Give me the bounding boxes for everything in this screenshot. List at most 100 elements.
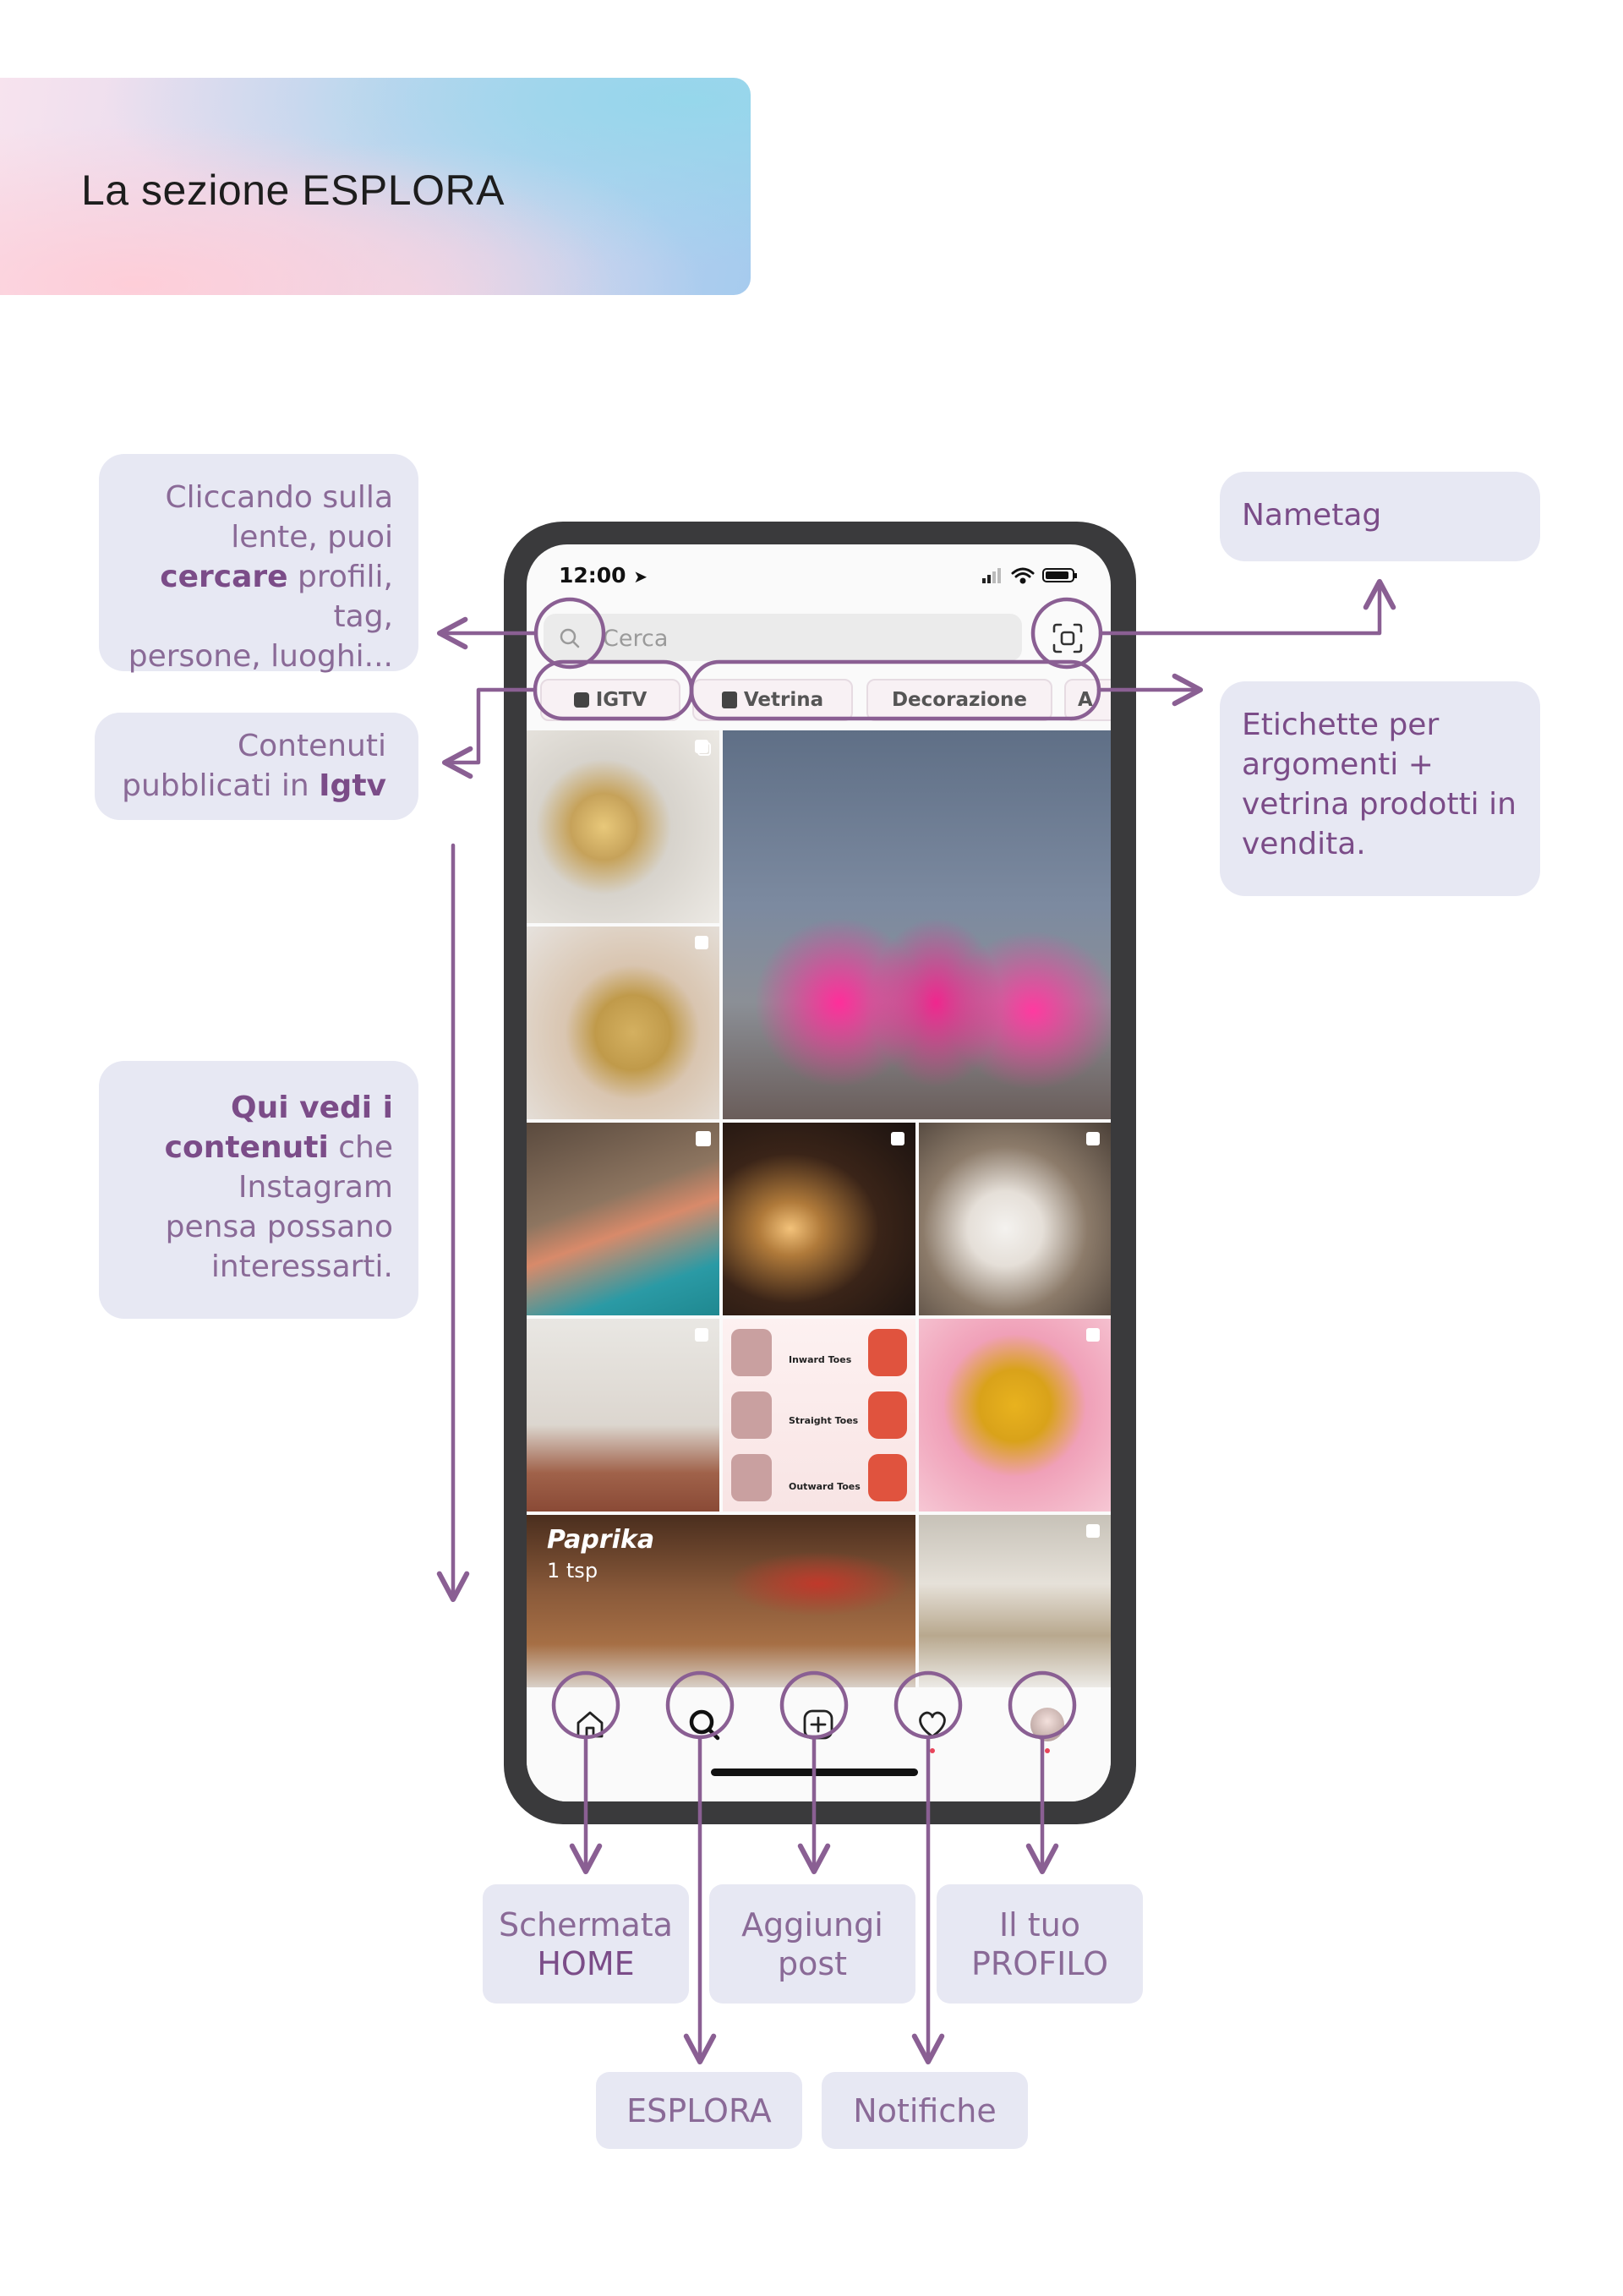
leg-illustration [868, 1329, 907, 1376]
search-callout-text: profili, tag, [287, 560, 393, 634]
add-post-label-line: Aggiungi [741, 1905, 883, 1943]
search-callout-line: lente, puoi [231, 520, 393, 555]
explore-callout-line: Qui vedi i [116, 1088, 393, 1128]
wifi-icon [1011, 567, 1035, 584]
multi-post-icon [1086, 1524, 1100, 1538]
notifications-label-text: Notifiche [853, 2091, 997, 2129]
multi-post-icon [695, 740, 711, 756]
tags-callout-line: argomenti + [1242, 747, 1434, 782]
home-label-line: HOME [537, 1944, 634, 1983]
multi-post-icon [891, 1132, 904, 1145]
igtv-callout-text: pubblicati in [122, 768, 320, 803]
search-placeholder: Cerca [603, 626, 669, 652]
igtv-callout: Contenuti pubblicati in Igtv [95, 713, 418, 820]
profile-label-line: PROFILO [970, 1944, 1109, 1982]
chip-label: Decorazione [891, 689, 1028, 711]
multi-post-icon [1086, 1328, 1100, 1342]
nametag-callout: Nametag [1220, 472, 1540, 561]
tags-callout-line: vetrina prodotti in [1242, 787, 1516, 822]
explore-callout-line: Instagram [238, 1170, 393, 1205]
chip-igtv[interactable]: IGTV [540, 679, 680, 721]
status-time-text: 12:00 [559, 563, 626, 588]
chip-decor[interactable]: Decorazione [866, 679, 1052, 721]
profile-label: Il tuo PROFILO [937, 1884, 1143, 2004]
recipe-quantity: 1 tsp [547, 1559, 598, 1583]
tags-callout: Etichette per argomenti + vetrina prodot… [1220, 681, 1540, 896]
post-thumbnail-toes-chart[interactable]: Inward Toes Straight Toes Outward Toes [723, 1319, 915, 1512]
igtv-callout-line: pubblicati in Igtv [112, 766, 386, 806]
notification-dot [930, 1748, 935, 1753]
post-thumbnail-exercise[interactable] [527, 1123, 719, 1315]
leg-illustration [868, 1391, 907, 1439]
header-banner [0, 78, 751, 295]
chip-label: A [1078, 689, 1093, 711]
toe-label: Inward Toes [789, 1354, 852, 1365]
search-callout-emphasis: cercare [160, 560, 288, 594]
explore-callout-text: che [328, 1130, 393, 1165]
shopping-bag-icon [721, 692, 737, 708]
post-thumbnail-paris[interactable] [723, 1123, 915, 1315]
search-input[interactable] [544, 614, 1022, 661]
bottom-tab-bar [527, 1687, 1111, 1801]
chip-label: IGTV [595, 689, 648, 711]
toe-label: Outward Toes [789, 1481, 861, 1492]
tags-callout-line: Etichette per [1242, 708, 1440, 742]
post-thumbnail-rings[interactable] [527, 730, 719, 923]
profile-label-line: Il tuo [998, 1905, 1081, 1943]
explore-label-text: ESPLORA [626, 2091, 772, 2129]
foot-illustration [731, 1391, 772, 1439]
post-thumbnail-face-mask[interactable] [919, 1319, 1111, 1512]
post-thumbnail-pink-dresses[interactable] [723, 730, 1111, 1119]
toe-label: Straight Toes [789, 1415, 859, 1426]
tags-callout-line: vendita. [1242, 827, 1366, 861]
location-arrow-icon: ➤ [633, 566, 648, 587]
arrow-to-igtv-callout [441, 687, 538, 779]
post-thumbnail-brush[interactable] [527, 927, 719, 1119]
leg-illustration [868, 1454, 907, 1501]
post-thumbnail-wedding[interactable] [919, 1515, 1111, 1687]
search-callout: Cliccando sulla lente, puoi cercare prof… [99, 454, 418, 674]
status-icons [982, 567, 1077, 584]
heart-icon[interactable] [914, 1706, 951, 1743]
search-callout-line: Cliccando sulla [165, 480, 393, 515]
home-label-line: Schermata [499, 1905, 673, 1943]
battery-icon [1042, 568, 1077, 582]
explore-callout-line: pensa possano [165, 1210, 393, 1244]
igtv-callout-emphasis: Igtv [319, 768, 386, 803]
foot-illustration [731, 1454, 772, 1501]
post-thumbnail-paprika-recipe[interactable]: Paprika 1 tsp [527, 1515, 915, 1687]
video-icon [696, 1131, 711, 1146]
profile-dot [1045, 1748, 1050, 1753]
notifications-label: Notifiche [822, 2072, 1028, 2149]
post-thumbnail-hamster[interactable] [919, 1123, 1111, 1315]
explore-callout: Qui vedi i contenuti che Instagram pensa… [99, 1061, 418, 1319]
explore-callout-line: interessarti. [210, 1249, 393, 1284]
home-label: Schermata HOME [483, 1884, 689, 2004]
foot-illustration [731, 1329, 772, 1376]
multi-post-icon [695, 936, 708, 949]
chip-shop[interactable]: Vetrina [692, 679, 853, 721]
igtv-icon [573, 692, 589, 708]
status-time: 12:00 ➤ [559, 563, 648, 588]
arrow-to-nametag-callout [1098, 578, 1396, 636]
signal-icon [982, 568, 1001, 583]
search-callout-line: persone, luoghi... [128, 639, 393, 674]
nametag-scan-icon[interactable] [1051, 621, 1085, 655]
recipe-title: Paprika [547, 1525, 655, 1555]
multi-post-icon [1086, 1132, 1100, 1145]
multi-post-icon [695, 1328, 708, 1342]
chip-label: Vetrina [743, 689, 824, 711]
home-label-emphasis: HOME [537, 1944, 635, 1982]
page-title: La sezione ESPLORA [81, 167, 505, 214]
explore-callout-emphasis: contenuti [164, 1130, 329, 1165]
add-post-label: Aggiungi post [709, 1884, 915, 2004]
igtv-callout-line: Contenuti [238, 729, 386, 763]
nametag-callout-text: Nametag [1242, 498, 1382, 533]
post-thumbnail-dinosaur-wedding[interactable] [527, 1319, 719, 1512]
explore-label: ESPLORA [596, 2072, 802, 2149]
explore-grid: Inward Toes Straight Toes Outward Toes P… [527, 730, 1111, 1687]
explore-callout-line: contenuti che [116, 1128, 393, 1167]
search-icon[interactable] [559, 627, 581, 649]
search-callout-line: cercare profili, tag, [116, 557, 393, 637]
